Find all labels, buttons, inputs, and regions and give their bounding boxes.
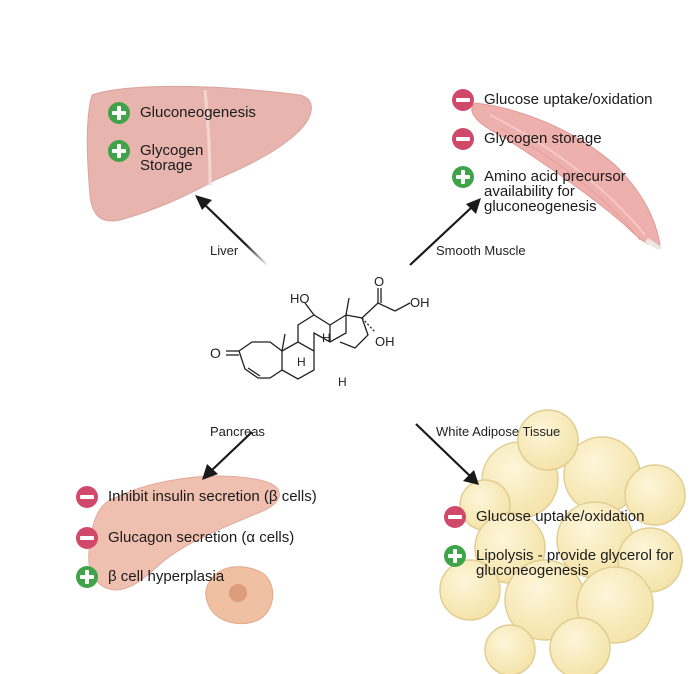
effect-text: Glycogen storage — [484, 130, 602, 147]
liver-illustration — [86, 85, 312, 222]
plus-icon — [108, 140, 130, 162]
adipose-effect-lipolysis: Lipolysis - provide glycerol for glucone… — [444, 545, 686, 578]
effect-text: β cell hyperplasia — [108, 568, 225, 585]
effect-text: Lipolysis - provide glycerol for glucone… — [476, 547, 674, 579]
white-adipose-tissue-label: White Adipose Tissue — [436, 424, 561, 439]
minus-icon — [452, 128, 474, 150]
adipocyte — [624, 464, 686, 526]
minus-icon — [76, 527, 98, 549]
adipose-tissue-illustration — [439, 409, 686, 674]
liver-effect-glycogen-storage: Glycogen Storage — [108, 140, 220, 173]
atom-label-side-oh: OH — [410, 295, 430, 310]
effect-text: Gluconeogenesis — [140, 104, 256, 121]
atom-label-side-o: O — [374, 274, 384, 289]
effect-text: Glycogen Storage — [140, 142, 204, 174]
atom-label-ketone-o: O — [210, 345, 221, 361]
pancreas-illustration — [88, 475, 280, 591]
effect-text: Glucagon secretion (α cells) — [108, 529, 295, 546]
arrow-to-smooth-muscle — [409, 198, 481, 266]
atom-label-h3: H — [338, 375, 347, 389]
muscle-effect-glycogen-storage: Glycogen storage — [452, 128, 602, 150]
arrow-to-liver — [195, 195, 269, 267]
cortisol-structure — [226, 288, 411, 380]
adipocyte — [484, 624, 536, 674]
minus-icon — [76, 486, 98, 508]
smooth-muscle-label: Smooth Muscle — [436, 243, 526, 258]
plus-icon — [108, 102, 130, 124]
adipocyte — [517, 409, 579, 471]
liver-effect-gluconeogenesis: Gluconeogenesis — [108, 102, 256, 124]
pancreas-effect-insulin: Inhibit insulin secretion (β cells) — [76, 486, 317, 508]
effect-text: Glucose uptake/oxidation — [484, 91, 653, 108]
adipose-effect-glucose-uptake: Glucose uptake/oxidation — [444, 506, 644, 528]
adipocyte — [549, 617, 611, 674]
adipocyte — [439, 559, 501, 621]
pancreas-label: Pancreas — [210, 424, 265, 439]
liver-label: Liver — [210, 243, 239, 258]
pancreas-effect-glucagon: Glucagon secretion (α cells) — [76, 527, 294, 549]
atom-label-h2: H — [297, 355, 306, 369]
minus-icon — [452, 89, 474, 111]
effect-text: Glucose uptake/oxidation — [476, 508, 645, 525]
arrow-to-adipose — [415, 423, 479, 485]
atom-label-ho: HO — [290, 291, 310, 306]
arrow-to-pancreas — [202, 431, 253, 480]
beta-cell-illustration — [205, 566, 274, 624]
muscle-effect-amino-acid: Amino acid precursor availability for gl… — [452, 166, 654, 214]
pancreas-effect-beta-hyperplasia: β cell hyperplasia — [76, 566, 224, 588]
minus-icon — [444, 506, 466, 528]
atom-label-c17-oh: OH — [375, 334, 395, 349]
muscle-effect-glucose-uptake: Glucose uptake/oxidation — [452, 89, 652, 111]
atom-label-h1: H — [322, 331, 331, 345]
smooth-muscle-illustration — [471, 102, 663, 250]
plus-icon — [76, 566, 98, 588]
plus-icon — [452, 166, 474, 188]
effect-text: Amino acid precursor availability for gl… — [484, 168, 626, 215]
plus-icon — [444, 545, 466, 567]
effect-text: Inhibit insulin secretion (β cells) — [108, 488, 317, 505]
